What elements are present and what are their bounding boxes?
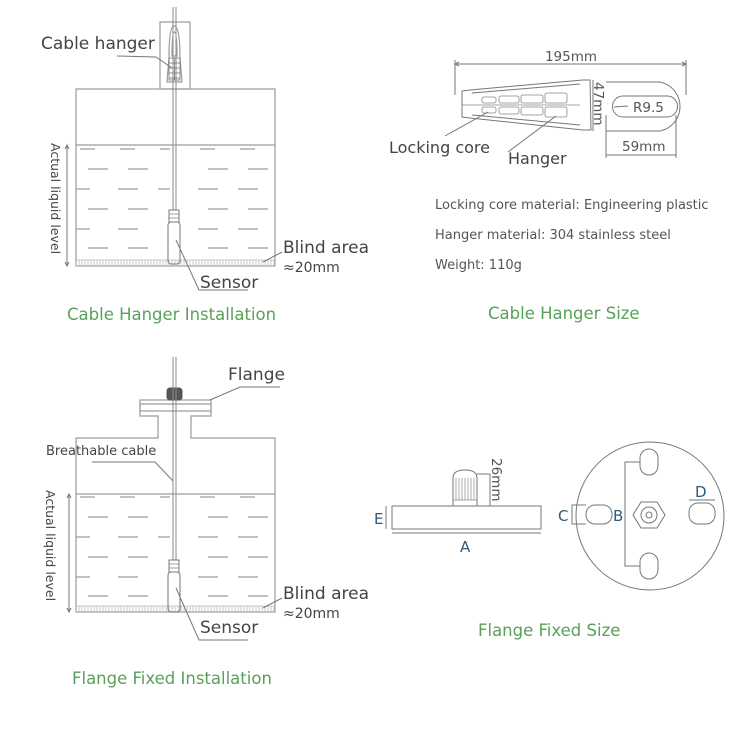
bolt-hole-top: [639, 448, 659, 476]
hanger-body-icon: [461, 79, 592, 131]
sensor-label: Sensor: [200, 618, 258, 638]
radius-dimension: R9.5: [633, 100, 664, 116]
locking-core-leader: [444, 111, 489, 137]
sensor-leader: [175, 239, 248, 291]
cable-hanger-size-caption: Cable Hanger Size: [488, 304, 640, 323]
cable-hanger-label: Cable hanger: [41, 34, 155, 54]
blind-area-leader: [262, 251, 283, 263]
dimension-b: B: [613, 507, 623, 525]
flange-label: Flange: [228, 365, 285, 385]
liquid-dashes: [76, 496, 268, 597]
hanger-slot: [612, 95, 678, 118]
hanger-leader: [507, 115, 557, 153]
hanger-label: Hanger: [508, 149, 567, 168]
flange-leader: [209, 386, 280, 401]
cable-gland-icon: [166, 387, 183, 401]
gland-height-dimension: 26mm: [488, 458, 504, 501]
gland-side-icon: [452, 469, 478, 507]
sensor-label: Sensor: [200, 273, 258, 293]
dimension-c: C: [558, 507, 568, 525]
sensor-icon: [167, 209, 181, 265]
dimension-e: E: [374, 510, 383, 528]
locking-core-label: Locking core: [389, 138, 490, 157]
cable-hanger-installation-caption: Cable Hanger Installation: [67, 305, 276, 324]
actual-liquid-level-label: Actual liquid level: [43, 490, 58, 601]
flange-top-view: [575, 441, 725, 591]
flange-fixed-size-caption: Flange Fixed Size: [478, 621, 620, 640]
bolt-hole-bottom: [639, 552, 659, 580]
cable-hanger-leader: [116, 55, 173, 69]
sensor-icon: [167, 559, 181, 613]
dimension-a: A: [460, 538, 471, 556]
liquid-dashes: [76, 148, 268, 249]
flange-fixed-installation-caption: Flange Fixed Installation: [72, 669, 272, 688]
blind-area-zone: [75, 605, 276, 613]
flange-fixed-installation-figure: Flange Breathable cable Actual liquid le…: [43, 357, 369, 688]
blind-area-value: ≈20mm: [283, 260, 340, 276]
height-dimension: 47mm: [590, 82, 606, 125]
blind-area-value: ≈20mm: [283, 606, 340, 622]
spec-hanger-material: Hanger material: 304 stainless steel: [435, 228, 671, 243]
blind-area-label: Blind area: [283, 238, 369, 258]
dimension-b-line: [624, 461, 640, 567]
breathable-cable-leader: [92, 461, 174, 482]
length-dimension: 195mm: [545, 49, 597, 65]
spec-locking-core-material: Locking core material: Engineering plast…: [435, 198, 709, 213]
spec-weight: Weight: 110g: [435, 258, 522, 273]
hanger-loop: [606, 81, 681, 132]
hanger-box: [159, 21, 191, 90]
dimension-d: D: [695, 483, 707, 501]
locking-core-icon: [462, 92, 580, 118]
blind-area-label: Blind area: [283, 584, 369, 604]
bolt-hole-right: [688, 502, 716, 525]
cable-hanger-installation-figure: Cable hanger Actual liquid level Blind a…: [41, 7, 369, 324]
slot-length-dimension: 59mm: [622, 139, 665, 155]
flange-side-view: [391, 505, 542, 530]
hex-fitting-icon: [632, 501, 666, 529]
actual-liquid-level-label: Actual liquid level: [48, 143, 63, 254]
blind-area-zone: [75, 259, 276, 267]
sensor-leader: [175, 587, 248, 641]
bolt-hole-left: [585, 504, 613, 525]
flange-fixed-size-figure: 26mm E A B C D Flange Fixed Size: [374, 441, 725, 640]
breathable-cable-label: Breathable cable: [46, 444, 156, 459]
cable-hanger-size-figure: 195mm 47mm R9.5 59mm Locking core Hanger…: [389, 49, 709, 323]
